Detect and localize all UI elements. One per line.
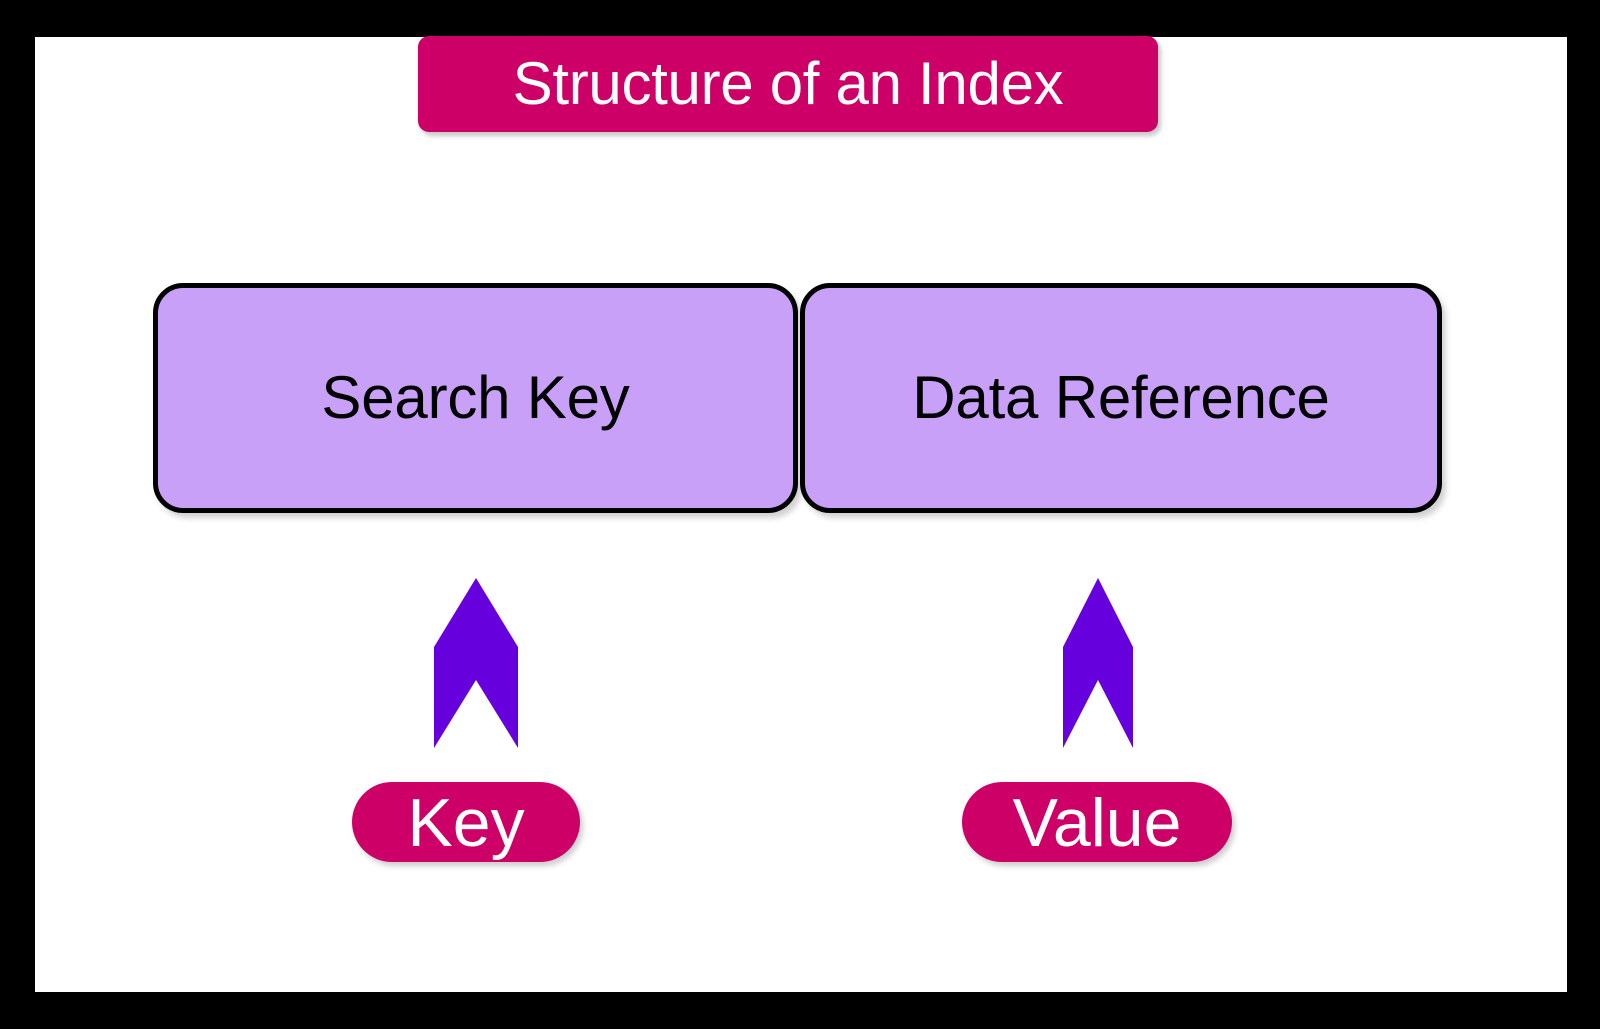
role-badge-label-value: Value xyxy=(1012,785,1182,861)
title-banner: Structure of an Index xyxy=(418,36,1158,132)
up-pennant-arrow-icon-key xyxy=(433,575,519,751)
role-badge-value[interactable]: Value xyxy=(962,782,1232,862)
page-title: Structure of an Index xyxy=(512,50,1064,117)
record-field-data-reference[interactable]: Data Reference xyxy=(800,283,1442,513)
record-field-label-data-reference: Data Reference xyxy=(912,364,1330,431)
up-pennant-arrow-icon-value xyxy=(1055,575,1141,751)
slide-canvas: Structure of an Index Search Key Data Re… xyxy=(35,36,1567,992)
role-badge-label-key: Key xyxy=(407,785,525,861)
record-field-search-key[interactable]: Search Key xyxy=(153,283,798,513)
role-badge-key[interactable]: Key xyxy=(352,782,580,862)
record-field-label-search-key: Search Key xyxy=(321,364,630,431)
